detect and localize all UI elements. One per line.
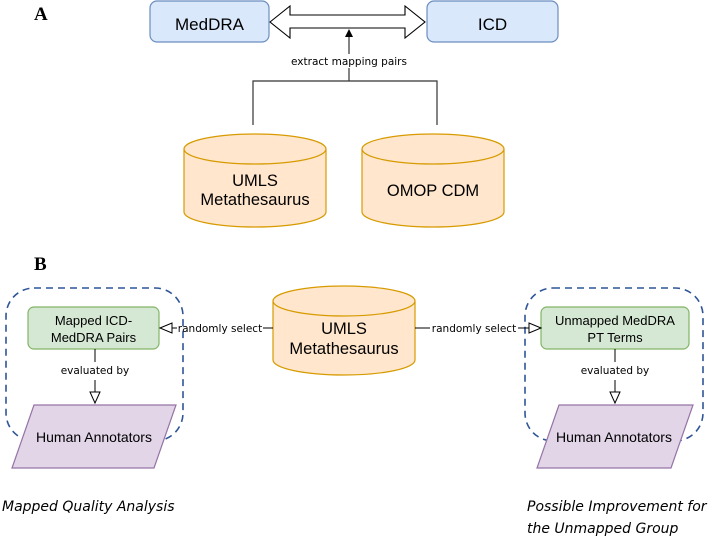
unmapped-terms-node: Unmapped MedDRA PT Terms [540,306,690,350]
left-eval-label: evaluated by [61,365,130,377]
omop-label: OMOP CDM [387,182,479,200]
left-eval-edge: evaluated by [61,349,130,405]
mapped-caption: Mapped Quality Analysis [2,499,175,515]
panel-a-label: A [34,4,48,25]
right-eval-label: evaluated by [581,365,650,377]
right-annotators-node: Human Annotators [536,404,694,469]
bidirectional-arrow [269,4,426,40]
right-annotators-label: Human Annotators [556,429,672,445]
omop-database: OMOP CDM [361,133,505,228]
right-select-label: randomly select [432,323,516,335]
left-select-label: randomly select [178,323,262,335]
unmapped-caption-line1: Possible Improvement for [527,499,708,515]
right-select-edge: randomly select [415,322,543,335]
unmapped-caption-line2: the Unmapped Group [527,521,679,537]
unmapped-group-boundary [524,287,704,442]
meddra-node: MedDRA [149,0,270,43]
extract-mapping-label: extract mapping pairs [291,56,407,68]
unmapped-terms-line2: PT Terms [587,330,643,345]
left-annotators-node: Human Annotators [11,404,177,469]
extract-connector [252,29,438,125]
icd-node: ICD [426,0,559,43]
icd-label: ICD [478,15,507,34]
unmapped-terms-line1: Unmapped MedDRA [555,313,675,328]
umls-database-a: UMLS Metathesaurus [183,133,327,228]
arrowhead-icon [345,29,353,37]
umls-b-line1: UMLS [321,320,367,338]
left-annotators-label: Human Annotators [36,429,152,445]
hollow-arrowhead-icon [609,391,621,405]
mapped-pairs-node: Mapped ICD- MedDRA Pairs [27,306,160,350]
left-select-edge: randomly select [158,322,273,335]
umls-a-line1: UMLS [232,172,278,190]
umls-b-line2: Metathesaurus [289,340,398,358]
panel-b-label: B [34,254,47,275]
umls-a-line2: Metathesaurus [200,191,309,209]
right-eval-edge: evaluated by [581,349,650,405]
meddra-label: MedDRA [175,15,245,34]
mapped-pairs-line2: MedDRA Pairs [51,330,137,345]
hollow-arrowhead-icon [528,322,543,334]
mapped-pairs-line1: Mapped ICD- [55,313,132,328]
hollow-arrowhead-icon [158,322,173,334]
hollow-arrowhead-icon [89,391,101,405]
umls-database-b: UMLS Metathesaurus [272,285,416,376]
